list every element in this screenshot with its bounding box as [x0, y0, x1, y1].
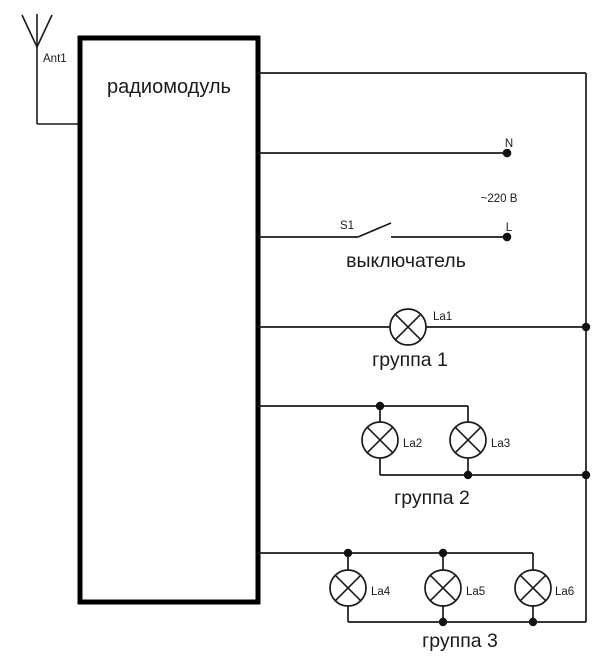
terminal-l-dot	[502, 232, 512, 242]
switch-blade-line	[357, 222, 392, 238]
lamp-la4-cross-line	[334, 574, 362, 602]
lamp-la5-symbol	[424, 569, 462, 607]
lamps	[329, 308, 552, 607]
lamp-la3-label: La3	[491, 438, 510, 450]
lamp-la6-label: La6	[555, 586, 574, 598]
lamp-la2-label: La2	[403, 438, 422, 450]
lamp-la4-label: La4	[371, 586, 391, 598]
wires	[258, 72, 587, 623]
lamp-la3-cross-line	[454, 426, 482, 454]
line-terminal-label: L	[506, 222, 513, 234]
labels: N ~220 В L S1 выключатель La1 группа 1 L…	[340, 138, 574, 652]
lamp-la5-label: La5	[466, 586, 485, 598]
radio-module-outline	[77, 35, 261, 605]
junction-dot	[528, 617, 538, 627]
terminal-n-dot	[502, 148, 512, 158]
lamp-la4-symbol	[329, 569, 367, 607]
lamp-la2-symbol	[361, 421, 399, 459]
junction-dot	[375, 401, 385, 411]
switch-caption-label: выключатель	[346, 250, 466, 272]
junction-dot	[438, 617, 448, 627]
junction-dot	[581, 322, 591, 332]
junction-dots	[343, 148, 591, 627]
lamp-la5-cross-line	[429, 574, 457, 602]
switch-designator-label: S1	[340, 220, 354, 232]
junction-dot	[438, 548, 448, 558]
lamp-la1-symbol	[389, 308, 427, 346]
junction-dot	[343, 548, 353, 558]
group2-caption-label: группа 2	[394, 487, 470, 509]
radio-module-block: радиомодуль	[77, 35, 261, 605]
antenna-symbol: Ant1	[21, 14, 80, 125]
antenna-left-arm-line	[21, 14, 38, 48]
neutral-terminal-label: N	[505, 138, 513, 150]
lamp-la6-cross-line	[519, 574, 547, 602]
group1-caption-label: группа 1	[372, 349, 448, 371]
lamp-la6-symbol	[514, 569, 552, 607]
lamp-la3-symbol	[449, 421, 487, 459]
lamp-la1-label: La1	[433, 311, 452, 323]
radio-module-label: радиомодуль	[107, 76, 231, 98]
antenna-right-arm-line	[36, 14, 53, 48]
voltage-label: ~220 В	[481, 193, 518, 205]
junction-dot	[581, 470, 591, 480]
lamp-la1-cross-line	[394, 313, 422, 341]
group3-caption-label: группа 3	[422, 630, 498, 652]
lamp-la2-cross-line	[366, 426, 394, 454]
junction-dot	[463, 470, 473, 480]
antenna-label: Ant1	[43, 53, 67, 65]
